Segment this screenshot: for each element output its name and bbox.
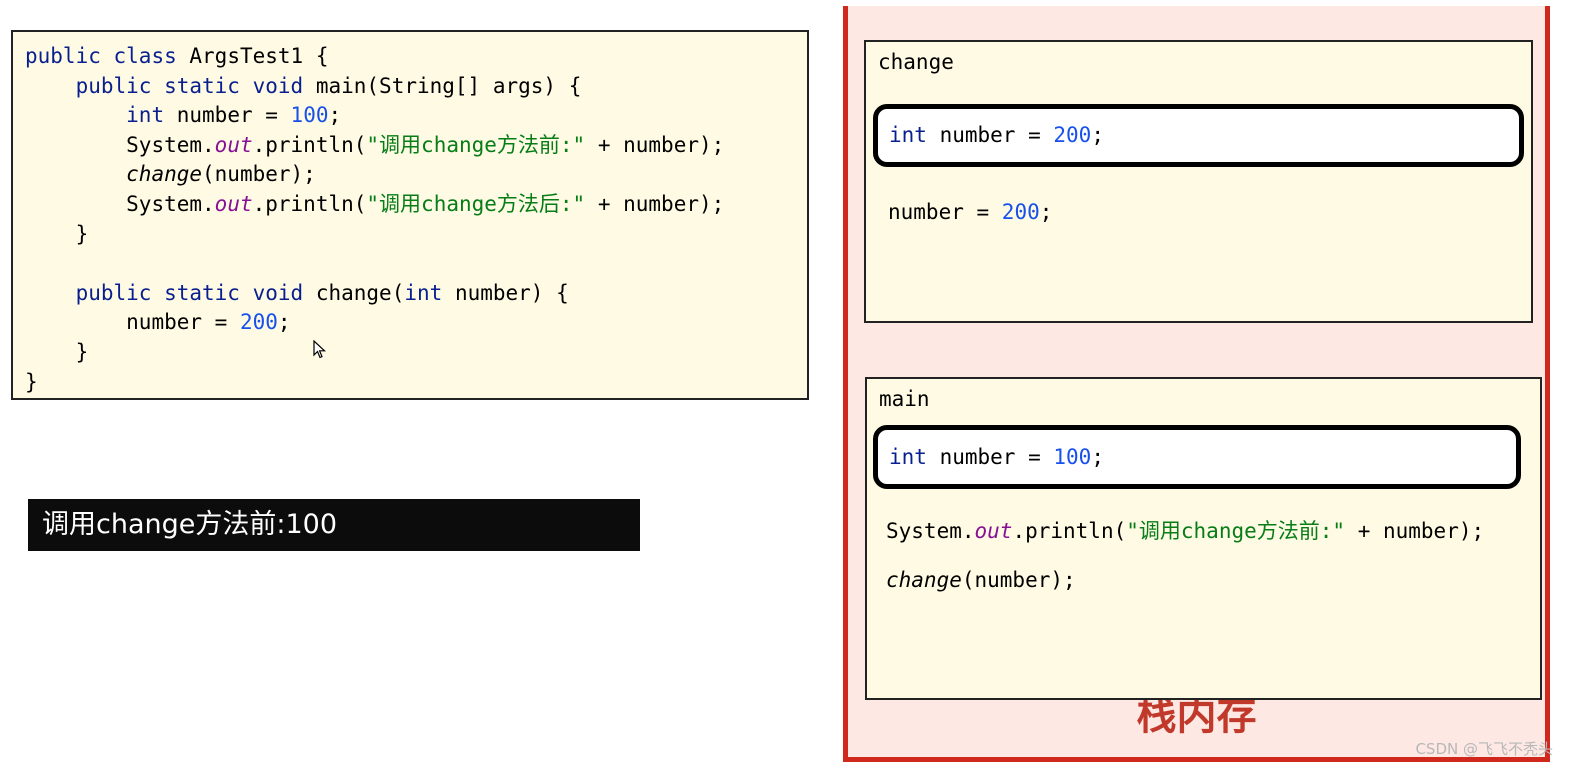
code-line-5: change(number); <box>126 162 316 187</box>
mouse-cursor-icon <box>313 340 327 359</box>
code-line-6: System.out.println("调用change方法后:" + numb… <box>126 191 725 216</box>
main-println-line: System.out.println("调用change方法前:" + numb… <box>886 519 1485 543</box>
code-line-2: public static void main(String[] args) { <box>75 73 582 98</box>
watermark: CSDN @飞飞不秃头 <box>1415 740 1553 758</box>
console-output: 调用change方法前:100 <box>28 499 640 551</box>
code-listing: public class ArgsTest1 { public static v… <box>13 32 807 407</box>
code-line-9: number = 200; <box>126 310 291 335</box>
main-change-call-line: change(number); <box>886 568 1076 592</box>
code-line-7: } <box>75 221 89 246</box>
main-number-variable: int number = 100; <box>873 425 1521 489</box>
code-line-3: int number = 100; <box>126 103 342 128</box>
change-frame-label: change <box>878 50 954 74</box>
main-stack-frame: main int number = 100; System.out.printl… <box>865 377 1542 700</box>
code-line-11: } <box>25 369 38 394</box>
code-line-8: public static void change(int number) { <box>75 280 569 305</box>
code-editor-panel: public class ArgsTest1 { public static v… <box>11 30 809 400</box>
code-line-4: System.out.println("调用change方法前:" + numb… <box>126 132 725 157</box>
main-frame-label: main <box>879 387 930 411</box>
code-line-10: } <box>75 339 89 364</box>
code-line-1: public class ArgsTest1 { <box>25 44 329 68</box>
change-assignment-line: number = 200; <box>888 200 1053 224</box>
stack-memory-title: 栈内存 <box>1136 693 1257 739</box>
change-stack-frame: change int number = 200; number = 200; <box>864 40 1533 323</box>
change-number-variable: int number = 200; <box>873 104 1524 167</box>
